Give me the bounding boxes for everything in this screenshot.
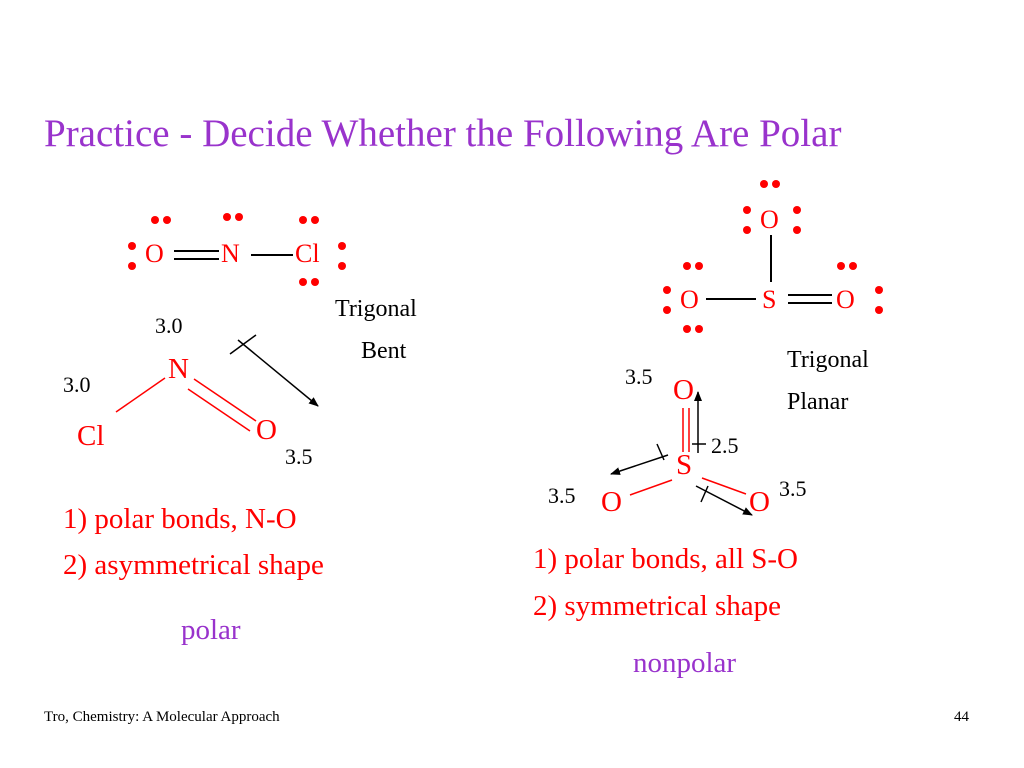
lone-pair-dot: [837, 262, 845, 270]
lone-pair-dot: [875, 286, 883, 294]
nocl-lewis-atom-o: O: [145, 239, 164, 268]
dipole-arrow-left-cross: [656, 443, 665, 461]
lone-pair-dot: [772, 180, 780, 188]
nocl-lewis-bonds: [174, 250, 293, 260]
so3-reason-1: 1) polar bonds, all S-O: [533, 543, 798, 575]
nocl-lone-pairs: [128, 213, 346, 286]
so3-structure-atom-o-left: O: [601, 486, 622, 518]
nocl-reason-2: 2) asymmetrical shape: [63, 549, 324, 581]
lone-pair-dot: [128, 262, 136, 270]
so3-structure-bonds: [629, 408, 747, 496]
so3-structure-atom-o-top: O: [673, 374, 694, 406]
lone-pair-dot: [743, 226, 751, 234]
lone-pair-dot: [875, 306, 883, 314]
so3-reason-2: 2) symmetrical shape: [533, 590, 782, 622]
footer-source: Tro, Chemistry: A Molecular Approach: [44, 709, 280, 725]
so3-dipole-arrows: [610, 391, 753, 516]
so3-lewis-atom-o-right: O: [836, 285, 855, 314]
dipole-arrow-right-cross: [700, 485, 709, 503]
nocl-verdict: polar: [181, 614, 241, 646]
so3-lewis-atom-o-left: O: [680, 285, 699, 314]
lone-pair-dot: [695, 325, 703, 333]
lone-pair-dot: [663, 306, 671, 314]
nocl-structure-atom-o: O: [256, 414, 277, 446]
lone-pair-dot: [793, 206, 801, 214]
nocl-en-n: 3.0: [155, 313, 183, 338]
dipole-arrow-cross: [229, 334, 257, 355]
so3-en-s: 2.5: [711, 433, 739, 458]
nocl-shape-label-line2: Bent: [361, 338, 407, 364]
lone-pair-dot: [683, 325, 691, 333]
nocl-structure-bonds: [115, 377, 257, 432]
nocl-reason-1: 1) polar bonds, N-O: [63, 503, 297, 535]
so3-bond-s-o-right: [701, 477, 747, 495]
so3-lewis-atom-o-top: O: [760, 205, 779, 234]
lone-pair-dot: [299, 278, 307, 286]
slide-title: Practice - Decide Whether the Following …: [44, 112, 842, 155]
so3-shape-label-line1: Trigonal: [787, 347, 869, 373]
lone-pair-dot: [311, 216, 319, 224]
slide-number: 44: [954, 709, 969, 725]
lone-pair-dot: [223, 213, 231, 221]
lone-pair-dot: [760, 180, 768, 188]
lone-pair-dot: [151, 216, 159, 224]
dipole-arrow-left: [610, 454, 669, 475]
nocl-bond-n-o-a: [193, 378, 257, 422]
so3-en-o-top: 3.5: [625, 364, 653, 389]
lone-pair-dot: [793, 226, 801, 234]
so3-bond-s-o-left: [629, 479, 673, 496]
lone-pair-dot: [683, 262, 691, 270]
nocl-bond-n-o-b: [187, 388, 251, 432]
dipole-arrow-line: [237, 339, 319, 407]
lone-pair-dot: [338, 262, 346, 270]
dipole-arrow-right: [695, 485, 753, 516]
lone-pair-dot: [663, 286, 671, 294]
nocl-structure-atom-n: N: [168, 353, 189, 385]
nocl-bond-n-cl: [115, 377, 166, 413]
nocl-en-cl: 3.0: [63, 372, 91, 397]
so3-structure-atom-o-right: O: [749, 486, 770, 518]
so3-en-o-left: 3.5: [548, 483, 576, 508]
so3-lewis-atom-s: S: [762, 285, 777, 314]
lone-pair-dot: [163, 216, 171, 224]
nocl-structure-atom-cl: Cl: [77, 420, 105, 452]
nocl-lewis-atom-cl: Cl: [295, 239, 320, 268]
lone-pair-dot: [338, 242, 346, 250]
nocl-lewis-atom-n: N: [221, 239, 240, 268]
so3-structure-atom-s: S: [676, 449, 693, 481]
so3-verdict: nonpolar: [633, 647, 737, 679]
nocl-en-o: 3.5: [285, 444, 313, 469]
so3-lewis-bonds: [706, 235, 832, 304]
lone-pair-dot: [695, 262, 703, 270]
so3-en-o-right: 3.5: [779, 476, 807, 501]
nocl-dipole-arrow: [229, 334, 319, 407]
lone-pair-dot: [235, 213, 243, 221]
lone-pair-dot: [311, 278, 319, 286]
so3-shape-label-line2: Planar: [787, 389, 849, 415]
nocl-shape-label-line1: Trigonal: [335, 296, 417, 322]
lone-pair-dot: [849, 262, 857, 270]
so3-lone-pairs: [663, 180, 883, 333]
lone-pair-dot: [128, 242, 136, 250]
lone-pair-dot: [743, 206, 751, 214]
lone-pair-dot: [299, 216, 307, 224]
